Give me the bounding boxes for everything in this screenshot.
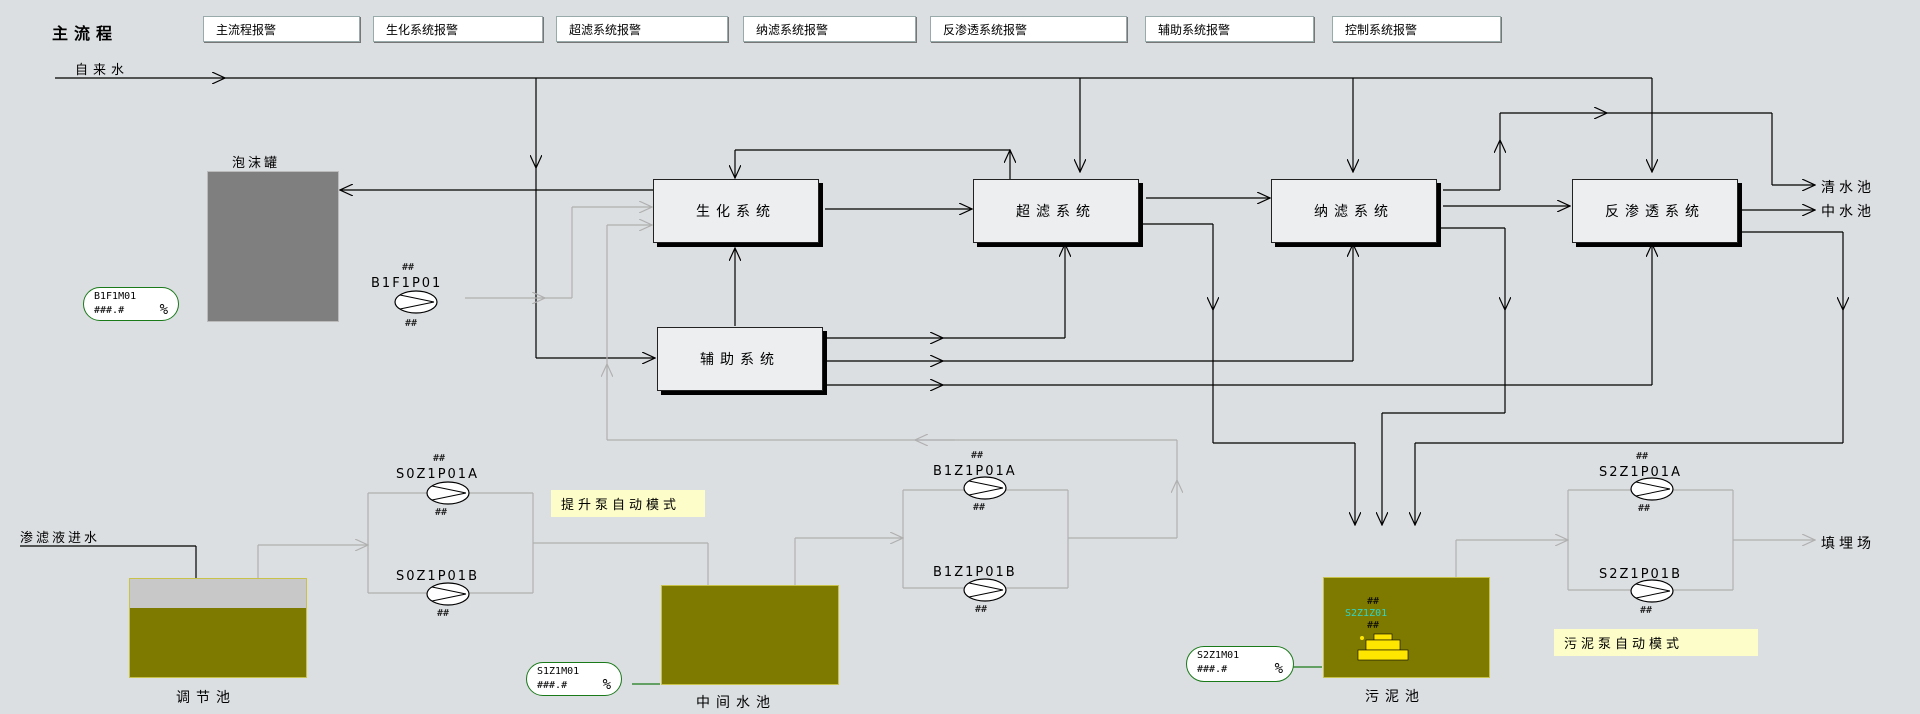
reverse-osmosis-system-box[interactable]: 反渗透系统 xyxy=(1572,179,1738,243)
pump-s0z1p01a-icon[interactable] xyxy=(426,481,470,505)
control-value: ###.# xyxy=(537,680,568,691)
pump-b1f1p01-icon[interactable] xyxy=(394,290,438,314)
leachate-inlet-label: 渗滤液进水 xyxy=(20,531,101,546)
alarm-button-biochem[interactable]: 生化系统报警 xyxy=(373,16,543,42)
pump-status-bottom: ## xyxy=(435,507,448,518)
page-title: 主流程 xyxy=(52,24,119,43)
tap-water-label: 自来水 xyxy=(75,63,130,78)
pump-s2z1p01b-icon[interactable] xyxy=(1630,579,1674,603)
control-unit: % xyxy=(1274,661,1283,677)
alarm-button-control[interactable]: 控制系统报警 xyxy=(1332,16,1501,42)
nanofiltration-system-box[interactable]: 纳滤系统 xyxy=(1271,179,1437,243)
pump-status-bottom: ## xyxy=(1638,503,1651,514)
alarm-button-nanofiltration[interactable]: 纳滤系统报警 xyxy=(743,16,916,42)
intermediate-water-tank[interactable] xyxy=(661,585,839,685)
pump-tag-b1z1p01b: B1Z1P01B xyxy=(933,565,1017,580)
pump-status-bottom: ## xyxy=(973,502,986,513)
pump-status-bottom: ## xyxy=(437,608,450,619)
pump-s0z1p01b-icon[interactable] xyxy=(426,582,470,606)
alarm-button-reverse-osmosis[interactable]: 反渗透系统报警 xyxy=(930,16,1127,42)
regulating-tank-level xyxy=(130,608,306,677)
control-tag: S2Z1M01 xyxy=(1197,650,1240,661)
regulating-tank-label: 调节池 xyxy=(176,690,236,706)
landfill-label: 填埋场 xyxy=(1821,536,1875,552)
auxiliary-system-box[interactable]: 辅助系统 xyxy=(657,327,823,391)
control-value: ###.# xyxy=(94,305,125,316)
pump-tag-s2z1p01b: S2Z1P01B xyxy=(1599,567,1682,582)
clear-water-tank-label: 清水池 xyxy=(1821,180,1875,196)
alarm-button-ultrafiltration[interactable]: 超滤系统报警 xyxy=(556,16,728,42)
alarm-button-auxiliary[interactable]: 辅助系统报警 xyxy=(1145,16,1314,42)
sludge-tank-label: 污泥池 xyxy=(1365,689,1425,705)
alarm-button-main-process[interactable]: 主流程报警 xyxy=(203,16,360,42)
control-b1f1m01[interactable]: B1F1M01 ###.# % xyxy=(83,287,179,321)
foam-tank-label: 泡沫罐 xyxy=(232,156,281,171)
pump-tag-s2z1p01a: S2Z1P01A xyxy=(1599,465,1682,480)
control-value: ###.# xyxy=(1197,664,1228,675)
sludge-tank[interactable]: S2Z1Z01 ## ## xyxy=(1323,577,1490,678)
pump-tag-b1z1p01a: B1Z1P01A xyxy=(933,464,1017,479)
pump-b1z1p01a-icon[interactable] xyxy=(963,476,1007,500)
pump-status-top: ## xyxy=(402,262,415,273)
pump-status-top: ## xyxy=(1636,451,1649,462)
control-unit: % xyxy=(602,677,611,693)
agitator-status-bottom: ## xyxy=(1367,620,1380,631)
control-s1z1m01[interactable]: S1Z1M01 ###.# % xyxy=(526,662,622,696)
control-s2z1m01[interactable]: S2Z1M01 ###.# % xyxy=(1186,646,1294,682)
foam-tank[interactable] xyxy=(207,171,339,322)
notice-regulating-pump: 提升泵自动模式 xyxy=(551,490,705,517)
pump-status-top: ## xyxy=(433,453,446,464)
pump-tag-s0z1p01b: S0Z1P01B xyxy=(396,569,479,584)
pump-tag-s0z1p01a: S0Z1P01A xyxy=(396,467,479,482)
pump-status-bottom: ## xyxy=(405,318,418,329)
pump-status-bottom: ## xyxy=(1640,605,1653,616)
pump-status-top: ## xyxy=(971,450,984,461)
pump-b1z1p01b-icon[interactable] xyxy=(963,578,1007,602)
intermediate-tank-label: 中间水池 xyxy=(696,695,776,711)
agitator-status-top: ## xyxy=(1367,596,1380,607)
pump-tag-b1f1p01: B1F1P01 xyxy=(371,276,443,291)
control-unit: % xyxy=(159,302,168,318)
ultrafiltration-system-box[interactable]: 超滤系统 xyxy=(973,179,1139,243)
control-tag: S1Z1M01 xyxy=(537,666,580,677)
agitator-tag-s2z1z01: S2Z1Z01 xyxy=(1345,608,1388,619)
biochem-system-box[interactable]: 生化系统 xyxy=(653,179,819,243)
regulating-tank[interactable] xyxy=(129,578,307,678)
agitator-icon[interactable] xyxy=(1354,632,1414,664)
notice-sludge-pump: 污泥泵自动模式 xyxy=(1554,629,1758,656)
pump-s2z1p01a-icon[interactable] xyxy=(1630,477,1674,501)
control-tag: B1F1M01 xyxy=(94,291,137,302)
mid-water-tank-label: 中水池 xyxy=(1821,204,1875,220)
pump-status-bottom: ## xyxy=(975,604,988,615)
